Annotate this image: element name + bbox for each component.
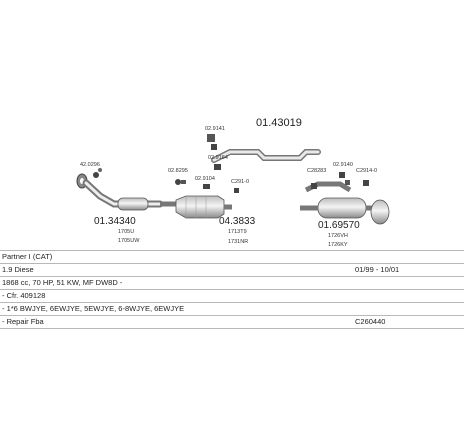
rear-silencer-part-number: 01.69570 [318,220,360,231]
vehicle-info-table: Partner I (CAT) 1.9 Diese 01/99 - 10/01 … [0,250,464,329]
cat-clamp-label: C291-0 [231,179,249,185]
front-pipe [76,173,164,211]
engine-type: 1.9 Diese [2,265,34,274]
rear-hanger [339,172,350,185]
front-pipe-ref-1: 1705U [118,229,134,235]
mid-clamp-a [175,179,186,185]
rear-clamp-a-label: C28283 [307,168,326,174]
mid-clamp-a-label: 02.8295 [168,168,188,174]
front-clamp [93,168,102,178]
front-pipe-part-number: 01.34340 [94,216,136,227]
front-pipe-ref-2: 1705UW [118,238,140,244]
info-row: 1.9 Diese 01/99 - 10/01 [0,264,464,277]
production-dates: 01/99 - 10/01 [355,265,400,274]
catalytic-converter [160,195,232,219]
repair-note: - Repair Fba [2,317,44,326]
cat-clamp [234,188,239,193]
rear-silencer-ref-1: 1726VH [328,233,348,239]
info-row: 1868 cc, 70 HP, 51 KW, MF DW8D - [0,277,464,290]
rear-clamp-b-label: C2914-0 [356,168,377,174]
info-row: Partner I (CAT) [0,250,464,264]
engine-codes: - 1*6 BWJYE, 6EWJYE, 5EWJYE, 6-8WJYE, 6E… [2,304,185,313]
rear-clamp-b [363,180,369,186]
main-part-number: 01.43019 [256,117,302,129]
catalyst-ref-2: 1731NR [228,239,248,245]
rear-silencer-ref-2: 1726KY [328,242,348,248]
repair-code: C260440 [355,317,386,326]
hanger-part-top-b [214,164,221,170]
info-row: - 1*6 BWJYE, 6EWJYE, 5EWJYE, 6-8WJYE, 6E… [0,303,464,316]
intermediate-pipe-top [211,149,321,163]
front-clamp-label: 42.0296 [80,162,100,168]
catalyst-part-number: 04.3833 [219,216,256,227]
catalyst-ref-1: 1713T9 [228,229,247,235]
info-row: - Cfr. 409128 [0,290,464,303]
mid-clamp-b [203,184,210,189]
rear-clamp-a [311,183,317,189]
engine-spec: 1868 cc, 70 HP, 51 KW, MF DW8D - [2,278,123,287]
top-hanger-b-label: 02.9164 [208,155,228,161]
chassis-ref: - Cfr. 409128 [2,291,46,300]
top-hanger-a-label: 02.9141 [205,126,225,132]
info-row: - Repair Fba C260440 [0,316,464,329]
mid-clamp-b-label: 02.9104 [195,176,215,182]
rear-hanger-label: 02.9140 [333,162,353,168]
rear-pipe-and-silencer [300,181,390,225]
hanger-part-top-a [207,134,217,150]
exhaust-system-diagram: 01.43019 02.9141 02.9164 42.0296 01.3434… [76,117,390,248]
model-name: Partner I (CAT) [2,252,53,261]
